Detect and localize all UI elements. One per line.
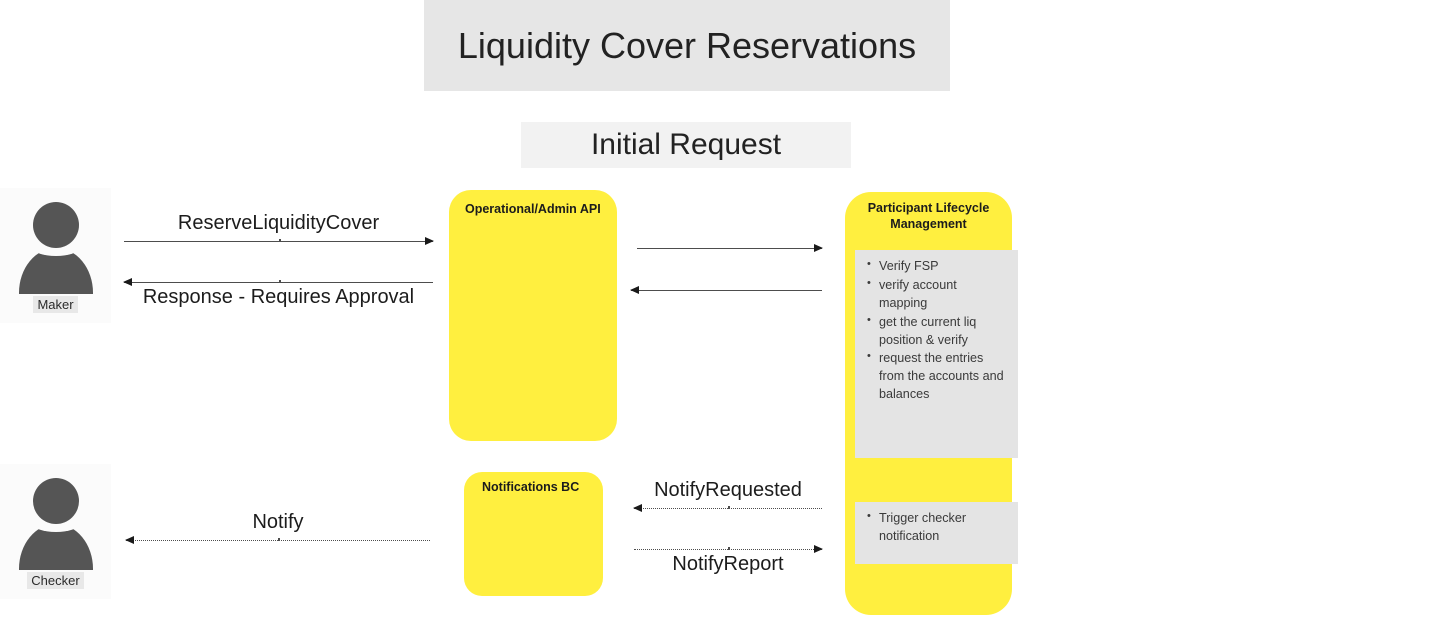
message-label: Notify <box>252 511 304 533</box>
message-label: ReserveLiquidityCover <box>177 212 380 234</box>
person-icon <box>11 478 101 570</box>
participant-notifications-bc-label: Notifications BC <box>482 480 580 494</box>
actor-maker-label: Maker <box>33 296 78 313</box>
note-trigger-checker: Trigger checker notification <box>855 502 1018 564</box>
message-label: NotifyRequested <box>654 479 802 501</box>
arrowhead-left-icon <box>123 278 132 286</box>
note-verify-steps: Verify FSP verify account mapping get th… <box>855 250 1018 458</box>
participant-operational-admin-api-label: Operational/Admin API <box>465 202 601 216</box>
section-title: Initial Request <box>521 122 851 168</box>
arrowhead-right-icon <box>814 545 823 553</box>
message-tick <box>728 547 730 550</box>
participant-notifications-bc: Notifications BC <box>464 472 603 596</box>
page-title: Liquidity Cover Reservations <box>424 0 950 91</box>
arrowhead-left-icon <box>633 504 642 512</box>
arrowhead-right-icon <box>814 244 823 252</box>
note-item: Verify FSP <box>867 257 1008 276</box>
message-label: NotifyReport <box>672 553 784 575</box>
person-icon <box>11 202 101 294</box>
message-tick <box>278 538 280 541</box>
message-tick <box>728 506 730 509</box>
note-item: verify account mapping <box>867 276 1008 313</box>
participant-operational-admin-api: Operational/Admin API <box>449 190 617 441</box>
arrowhead-left-icon <box>630 286 639 294</box>
participant-participant-lifecycle-management-label: Participant Lifecycle Management <box>867 201 990 231</box>
actor-checker: Checker <box>0 464 111 599</box>
note-item: request the entries from the accounts an… <box>867 349 1008 404</box>
message-line <box>631 290 822 291</box>
message-tick <box>278 280 281 283</box>
note-item: Trigger checker notification <box>867 509 1008 546</box>
arrowhead-right-icon <box>425 237 434 245</box>
message-line <box>637 248 822 249</box>
message-tick <box>278 239 281 242</box>
message-label: Response - Requires Approval <box>142 286 415 308</box>
arrowhead-left-icon <box>125 536 134 544</box>
actor-checker-label: Checker <box>27 572 84 589</box>
note-item: get the current liq position & verify <box>867 313 1008 350</box>
actor-maker: Maker <box>0 188 111 323</box>
